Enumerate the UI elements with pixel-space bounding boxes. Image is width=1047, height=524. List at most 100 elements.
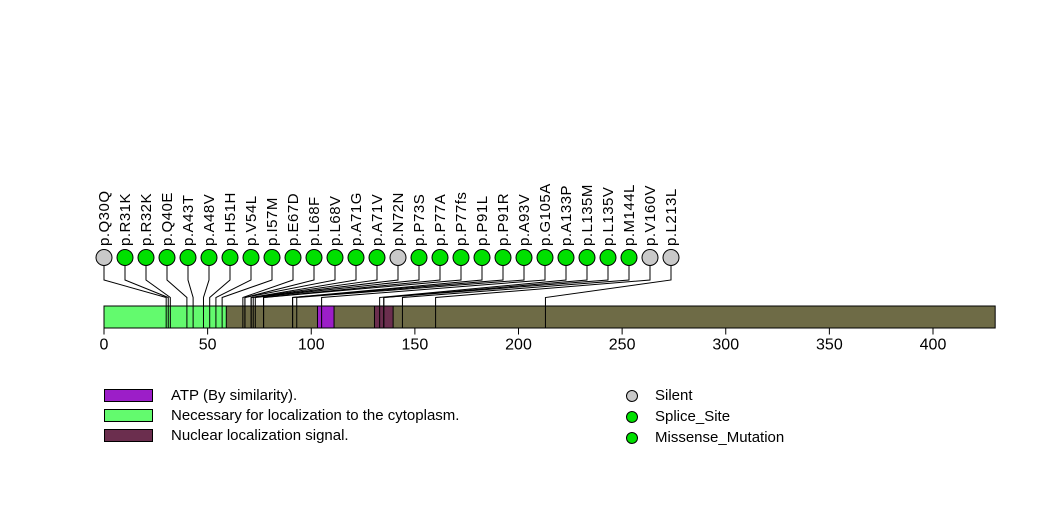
mutation-label: p.V54L [243,195,260,246]
mutation-circle [221,249,239,266]
axis-tick-label: 400 [920,337,947,354]
protein-track [103,305,996,329]
mutation-circle [620,249,638,266]
mutation-type-label: Splice_Site [655,408,731,425]
mutation-label: p.A133P [558,185,575,246]
mutation-label: p.L135M [579,184,596,246]
axis-tick-label: 50 [199,337,217,354]
lollipop-stem [145,265,171,328]
protein-domain [316,305,335,329]
axis-tick-label: 100 [298,337,325,354]
lollipop-stem [124,265,169,328]
mutation-label: p.P91L [474,195,491,246]
mutation-label: p.A93V [516,194,533,246]
mutation-label: p.L68V [327,195,344,246]
mutation-label: p.Q30Q [96,190,113,246]
lollipop-stem [244,265,336,328]
mutation-circle [452,249,470,266]
mutation-circle [473,249,491,266]
mutation-circle [158,249,176,266]
domain-swatch [104,429,153,442]
lollipop-stem [321,265,546,328]
mutation-circle [116,249,134,266]
mutation-circle [200,249,218,266]
mutation-circle [662,249,680,266]
lollipop-stem [221,265,273,328]
lollipop-stem [215,265,252,328]
mutation-circle [557,249,575,266]
mutation-circle [179,249,197,266]
lollipop-stem [209,265,231,328]
mutation-label: p.A71G [348,192,365,246]
mutation-label: p.L135V [600,187,617,246]
domain-swatch [104,389,153,402]
mutation-circle [515,249,533,266]
mutation-circle [599,249,617,266]
mutation-circle [578,249,596,266]
mutation-label: p.V160V [642,185,659,246]
mutation-label: p.A43T [180,195,197,246]
axis-tick-label: 150 [402,337,429,354]
mutation-label: p.P77fs [453,192,470,246]
mutation-label: p.R32K [138,193,155,246]
mutation-label: p.G105A [537,183,554,246]
legend-row: ATP (By similarity). [104,387,459,404]
mutation-circle [536,249,554,266]
lollipop-stem [202,265,210,328]
lollipop-stem [379,265,567,328]
legend-row: Nuclear localization signal. [104,427,459,444]
domain-legend: ATP (By similarity). Necessary for locali… [104,387,460,444]
legend-row: Necessary for localization to the cytopl… [104,407,460,424]
mutation-type-dot [626,431,638,444]
lollipop-stem [292,265,504,328]
mutation-label: p.L68F [306,196,323,246]
legend-row: Missense_Mutation [626,429,785,446]
mutation-label: p.A48V [201,194,218,246]
mutation-circle [410,249,428,266]
lollipop-stem [103,265,167,328]
lollipop-stem [254,265,420,328]
mutation-type-dot [626,389,638,402]
mutation-circle [284,249,302,266]
axis-tick-label: 350 [816,337,843,354]
mutation-type-label: Missense_Mutation [655,429,785,446]
domain-swatch [104,409,153,422]
domain-legend-label: Nuclear localization signal. [171,427,349,444]
lollipop-stem [252,265,399,328]
mutation-label: p.N72N [390,192,407,246]
mutation-label: p.I57M [264,197,281,246]
legend-row: Silent [626,387,784,404]
mutation-label: p.R31K [117,193,134,246]
mutation-label: p.P73S [411,194,428,246]
axis-tick-label: 200 [505,337,532,354]
lollipop-stem [435,265,651,328]
mutation-circle [368,249,386,266]
lollipop-stem [242,265,294,328]
mutation-circle [242,249,260,266]
mutation-circle [431,249,449,266]
mutation-type-dot [626,410,638,423]
protein-domain [103,305,227,329]
lollipop-stem [187,265,194,328]
axis-tick-label: 250 [609,337,636,354]
mutation-circle [137,249,155,266]
mutation-label: p.M144L [621,184,638,246]
axis-tick-label: 300 [712,337,739,354]
domain-legend-label: ATP (By similarity). [171,387,298,404]
domain-legend-label: Necessary for localization to the cytopl… [171,407,460,424]
mutation-circle [305,249,323,266]
mutation-label: p.H51H [222,192,239,246]
mutation-label: p.P91R [495,193,512,246]
mutation-type-label: Silent [655,387,693,404]
mutation-circle [95,249,113,266]
lollipop-stem [166,265,188,328]
lollipop-stem [383,265,609,328]
mutation-label: p.A71V [369,194,386,246]
mutation-circle [641,249,659,266]
mutation-circle [494,249,512,266]
mutation-circle [389,249,407,266]
lollipop-stem [250,265,378,328]
mutation-circle [263,249,281,266]
